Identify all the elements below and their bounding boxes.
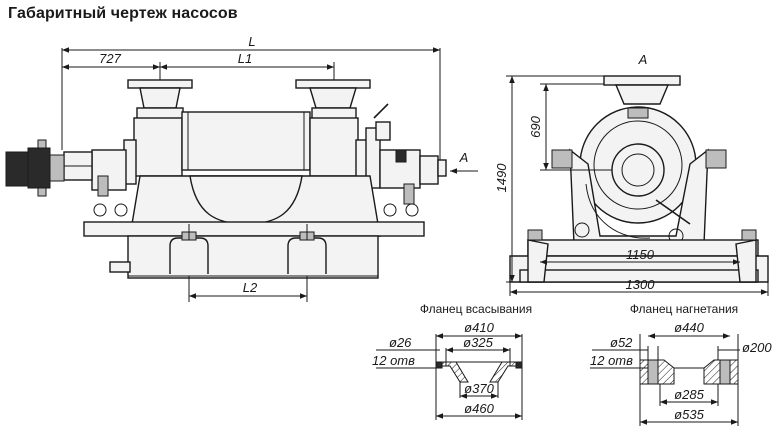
dim-label-1300: 1300 bbox=[626, 277, 656, 292]
end-view: A 690 bbox=[494, 52, 769, 296]
left-bearing-assembly bbox=[63, 149, 128, 217]
dim-feet-width: 1150 bbox=[540, 247, 740, 265]
base-frame bbox=[83, 175, 425, 279]
suction-flange-caption: Фланец всасывания bbox=[420, 302, 532, 316]
discharge-holes-count: 12 отв bbox=[590, 353, 633, 368]
suction-dim-325: ø325 bbox=[463, 335, 493, 350]
suction-holes-count: 12 отв bbox=[372, 353, 415, 368]
suction-dim-410: ø410 bbox=[464, 320, 494, 335]
dim-label-690: 690 bbox=[528, 115, 543, 137]
end-view-label: A bbox=[638, 52, 648, 67]
dim-feet: L2 bbox=[188, 276, 308, 302]
discharge-dim-440: ø440 bbox=[674, 320, 704, 335]
dim-label-L: L bbox=[248, 34, 255, 49]
discharge-dim-52: ø52 bbox=[610, 335, 633, 350]
suction-dim-26: ø26 bbox=[389, 335, 412, 350]
dim-base-width: 1300 bbox=[509, 277, 769, 296]
dim-label-727: 727 bbox=[99, 51, 121, 66]
suction-flange-detail: Фланец всасывания ø410 ø325 ø26 12 отв ø… bbox=[372, 302, 532, 420]
side-view: L 727 L1 bbox=[5, 34, 478, 302]
right-bearing-assembly bbox=[373, 103, 447, 217]
view-arrow-label: A bbox=[459, 150, 469, 165]
discharge-dim-200: ø200 bbox=[742, 340, 772, 355]
motor-stub bbox=[5, 139, 65, 197]
page-title: Габаритный чертеж насосов bbox=[8, 5, 238, 22]
dim-label-1150: 1150 bbox=[626, 247, 655, 262]
discharge-flange-detail: Фланец нагнетания ø440 ø52 12 отв ø200 ø… bbox=[590, 302, 772, 426]
dim-axis-height: 690 bbox=[528, 83, 612, 171]
suction-dim-460: ø460 bbox=[464, 401, 494, 416]
discharge-flange-caption: Фланец нагнетания bbox=[630, 302, 738, 316]
dim-flange-offset: 727 L1 bbox=[62, 51, 335, 82]
dim-label-1490: 1490 bbox=[494, 163, 509, 193]
dim-label-L1: L1 bbox=[238, 51, 252, 66]
dim-label-L2: L2 bbox=[243, 280, 258, 295]
suction-dim-370: ø370 bbox=[464, 381, 494, 396]
view-arrow-A: A bbox=[450, 150, 478, 174]
discharge-dim-535: ø535 bbox=[674, 407, 704, 422]
discharge-dim-285: ø285 bbox=[674, 387, 704, 402]
dim-total-height: 1490 bbox=[494, 75, 604, 283]
pump-casing bbox=[123, 111, 381, 189]
